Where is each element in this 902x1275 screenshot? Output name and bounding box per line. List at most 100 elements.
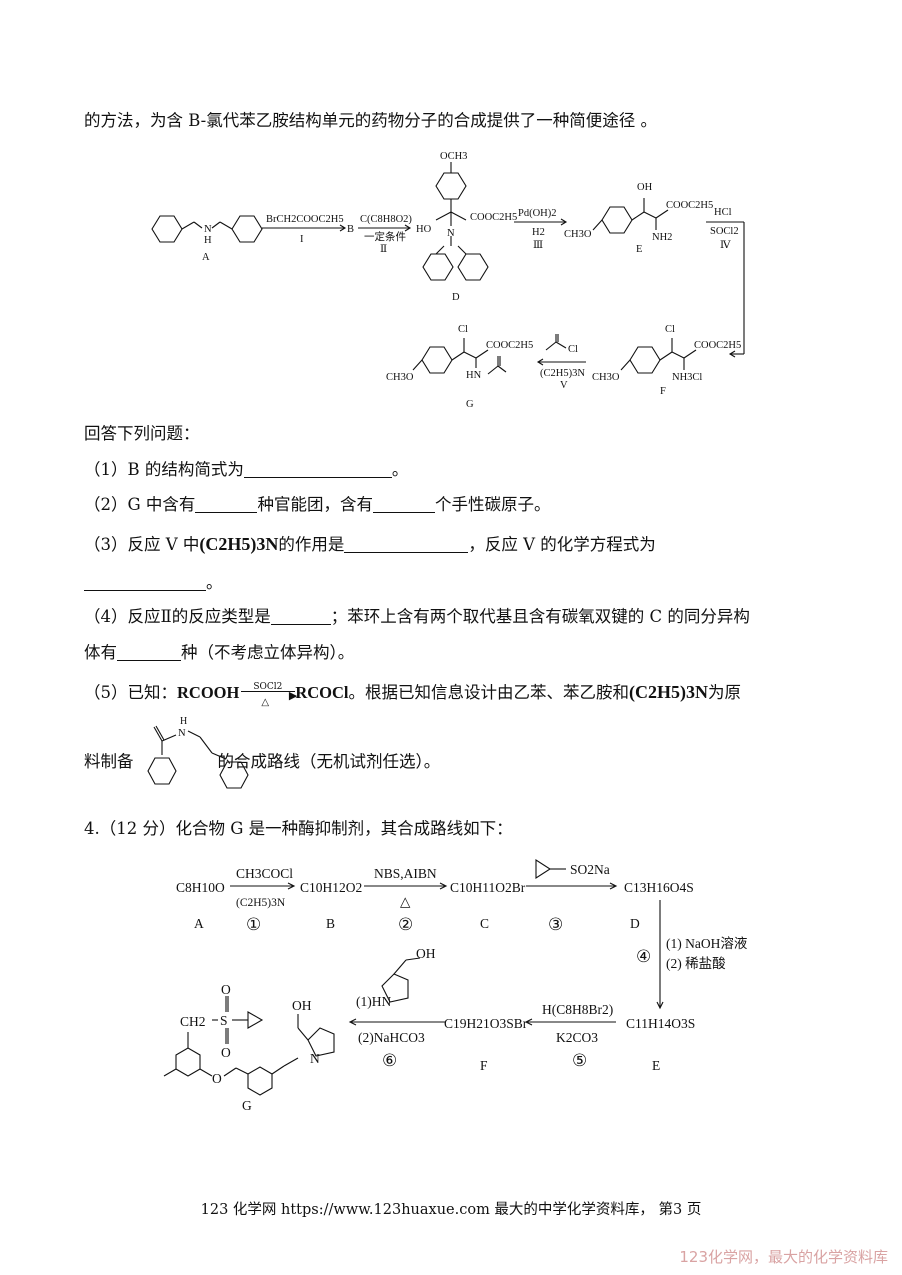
benzene-ring (151, 215, 183, 243)
q5-target-structure: H N (147, 716, 249, 789)
page-footer: 123 化学网 https://www.123huaxue.com 最大的中学化… (200, 1202, 702, 1218)
g-s: S (220, 1013, 228, 1028)
q2-text-c: 个手性碳原子。 (434, 495, 551, 514)
och3-label: OCH3 (440, 151, 467, 162)
r6-b: (2)NaHCO3 (358, 1030, 425, 1045)
question-3: （3）反应 V 中(C2H5)3N的作用是，反应 V 的化学方程式为 (84, 533, 656, 556)
r5-bottom: K2CO3 (556, 1030, 598, 1045)
step3-reagent: Pd(OH)2 (518, 208, 557, 219)
r5-num: ⑤ (572, 1051, 587, 1070)
watermark: 123化学网，最大的化学资料库 (679, 1248, 888, 1266)
q5-eq-arrow: SOCl2▶△ (239, 682, 297, 708)
amine-n: N (204, 224, 212, 235)
q3-text-c: ，反应 V 的化学方程式为 (468, 535, 656, 554)
q5-text-a: （5）已知： (84, 683, 177, 702)
benzene-ring (421, 346, 453, 374)
step4-cond: SOCl2 (710, 226, 739, 237)
label-f: F (480, 1058, 488, 1073)
label-e: E (652, 1058, 660, 1073)
q4-blank-2[interactable] (117, 642, 181, 661)
step4-reagent: HCl (714, 207, 732, 218)
step3-num: Ⅲ (533, 240, 543, 251)
q5-struct-n: N (178, 728, 186, 739)
step1-num: I (300, 234, 304, 245)
q1-blank[interactable] (243, 459, 392, 478)
q3-blank-1[interactable] (344, 534, 469, 553)
r2-bottom: △ (400, 894, 411, 909)
q5-struct-h: H (180, 716, 187, 727)
cyclopropyl-ring (535, 858, 552, 880)
q2-blank-1[interactable] (195, 494, 258, 513)
q2-text-b: 种官能团，含有 (257, 495, 373, 514)
q4-blank-1[interactable] (270, 606, 331, 625)
q3-formula: (C2H5)3N (199, 534, 279, 554)
g-ch3o: CH3O (386, 372, 414, 383)
label-b: B (347, 224, 354, 235)
q5-text-d: 料制备 (84, 752, 134, 771)
benzene-ring (147, 757, 177, 785)
g-ester: COOC2H5 (486, 340, 533, 351)
label-a: A (194, 916, 204, 931)
g-o-ether: O (212, 1071, 222, 1086)
g-n: N (310, 1051, 320, 1066)
f-nh3cl: NH3Cl (672, 372, 702, 383)
r1-num: ① (246, 915, 261, 934)
e-ch3o: CH3O (564, 229, 592, 240)
label-g: G (466, 399, 474, 410)
benzene-ring (457, 253, 489, 281)
benzene-ring (175, 1047, 201, 1077)
benzene-ring (219, 761, 249, 789)
g-o-top: O (221, 982, 231, 997)
q2-blank-2[interactable] (372, 494, 435, 513)
label-c: C (480, 916, 489, 931)
step1-reagent: BrCH2COOC2H5 (266, 214, 344, 225)
q1-text-b: 。 (391, 460, 409, 479)
benzene-ring (422, 253, 454, 281)
q5-eq-cond-top: SOCl2 (253, 682, 283, 692)
r5-top: H(C8H8Br2) (542, 1002, 613, 1017)
f-ch3o: CH3O (592, 372, 620, 383)
q4-text-b: ；苯环上含有两个取代基且含有碳氧双键的 C 的同分异构 (330, 607, 750, 626)
r2-num: ② (398, 915, 413, 934)
benzene-ring (231, 215, 263, 243)
q3-blank-2[interactable] (84, 572, 206, 591)
step2-reagent: C(C8H8O2) (360, 214, 412, 225)
r6-oh: OH (416, 946, 436, 961)
label-d: D (630, 916, 640, 931)
step2-num: Ⅱ (380, 244, 387, 255)
r4-num: ④ (636, 947, 651, 966)
q5-eq-left: RCOOH (177, 683, 240, 702)
q5-text-b: 。根据已知信息设计由乙苯、苯乙胺和 (348, 683, 630, 702)
q5-eq-right: RCOCl (295, 683, 349, 702)
cmpd-d: C13H16O4S (624, 880, 694, 895)
question-5-cont: 料制备的合成路线（无机试剂任选）。 (84, 751, 440, 773)
step2-cond: 一定条件 (364, 230, 406, 243)
question-4: （4）反应Ⅱ的反应类型是 ；苯环上含有两个取代基且含有碳氧双键的 C 的同分异构 (84, 606, 750, 628)
cmpd-a: C8H10O (176, 880, 225, 895)
label-a: A (202, 252, 210, 263)
q1-text-a: （1）B 的结构简式为 (84, 460, 244, 479)
q5-text-c: 为原 (708, 683, 742, 702)
d-ho: HO (416, 224, 432, 235)
q3-text-a: （3）反应 V 中 (84, 535, 200, 554)
q5-eq-cond-bottom: △ (261, 697, 270, 708)
question-1: （1）B 的结构简式为 。 (84, 459, 408, 481)
g-ch2: CH2 (180, 1014, 206, 1029)
label-d: D (452, 292, 460, 303)
r1-top: CH3COCl (236, 866, 293, 881)
benzene-ring (247, 1066, 273, 1096)
pyrrolidine-ring (381, 973, 409, 1003)
g-cl: Cl (458, 324, 468, 335)
f-cl: Cl (665, 324, 675, 335)
q4-text-a: （4）反应Ⅱ的反应类型是 (84, 607, 271, 626)
question-3-cont: 。 (84, 572, 223, 594)
r4-a: (1) NaOH溶液 (666, 936, 748, 951)
step3-cond: H2 (532, 227, 545, 238)
question-2: （2）G 中含有种官能团，含有个手性碳原子。 (84, 494, 550, 516)
d-ester: COOC2H5 (470, 212, 517, 223)
label-b: B (326, 916, 335, 931)
q5-formula: (C2H5)3N (629, 682, 709, 702)
label-f: F (660, 386, 666, 397)
label-g: G (242, 1098, 252, 1113)
